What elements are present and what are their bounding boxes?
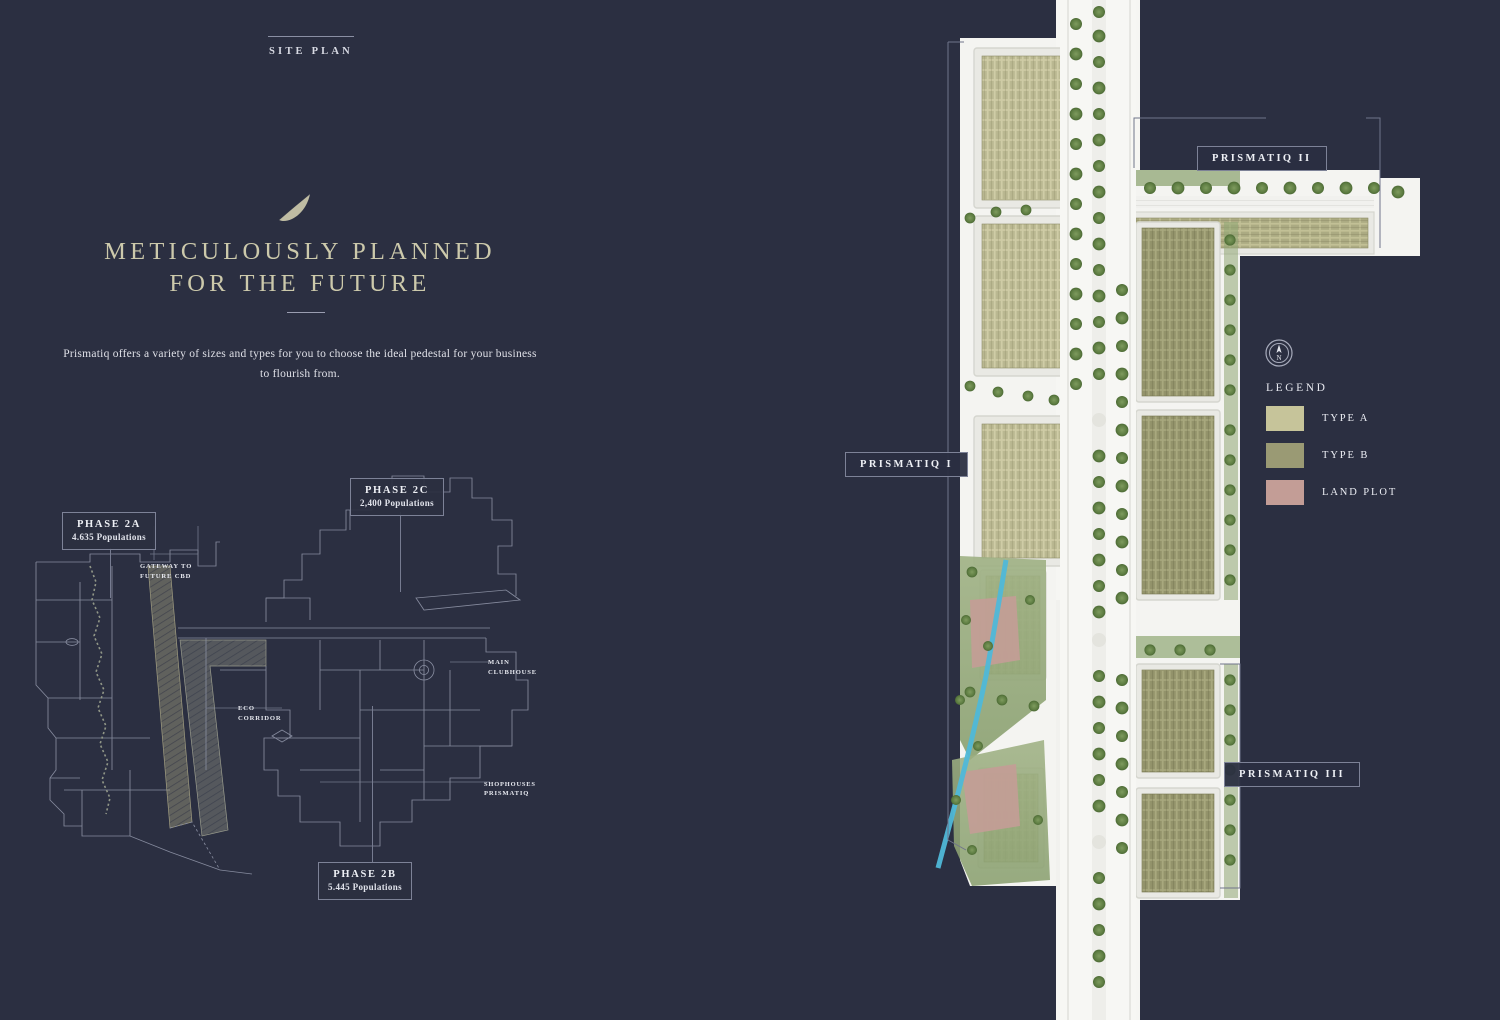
legend-item-land-plot: LAND PLOT	[1266, 480, 1466, 505]
headline-line-1: METICULOUSLY PLANNED	[104, 238, 496, 265]
leaf-icon	[276, 190, 318, 224]
legend-swatch-land-plot	[1266, 480, 1304, 505]
page-eyebrow: SITE PLAN	[269, 46, 353, 57]
plan-tag-prismatiq-1[interactable]: PRISMATIQ I	[845, 452, 969, 477]
site-plan-render	[916, 0, 1420, 1020]
headline-line-2: FOR THE FUTURE	[169, 270, 431, 298]
map-note-main-clubhouse: MAIN CLUBHOUSE	[488, 658, 537, 677]
plan-landscape	[935, 170, 1240, 898]
callout-phase-2b-title: PHASE 2B	[333, 869, 397, 880]
plan-tag-prismatiq-2[interactable]: PRISMATIQ II	[1197, 146, 1327, 171]
legend-item-type-b: TYPE B	[1266, 443, 1466, 468]
leader-line-phase-2a	[110, 548, 111, 598]
north-arrow-icon: N	[1264, 338, 1294, 368]
map-note-prismatiq-line1: SHOPHOUSES	[484, 781, 536, 788]
callout-phase-2c-title: PHASE 2C	[364, 485, 430, 496]
legend-label-land-plot: LAND PLOT	[1322, 487, 1398, 498]
map-note-main-clubhouse-line2: CLUBHOUSE	[488, 668, 538, 676]
map-note-gateway-line1: GATEWAY TO	[140, 563, 193, 570]
east-blocks	[1122, 196, 1375, 899]
map-note-prismatiq-line2: PRISMATIQ	[484, 790, 530, 798]
stream	[935, 559, 1009, 869]
legend-swatch-type-b	[1266, 443, 1304, 468]
map-note-eco-corridor-line2: CORRIDOR	[238, 714, 282, 722]
callout-phase-2b[interactable]: PHASE 2B 5.445 Populations	[318, 862, 412, 900]
callout-phase-2a[interactable]: PHASE 2A 4.635 Populations	[62, 512, 156, 550]
legend: LEGEND TYPE A TYPE B LAND PLOT	[1266, 382, 1466, 517]
legend-label-type-a: TYPE A	[1322, 413, 1370, 424]
callout-phase-2a-population: 4.635 Populations	[72, 532, 146, 543]
page-title: METICULOUSLY PLANNED FOR THE FUTURE	[30, 236, 570, 301]
map-note-gateway-line2: FUTURE CBD	[140, 572, 192, 580]
plan-tag-prismatiq-3[interactable]: PRISMATIQ III	[1224, 762, 1360, 787]
callout-phase-2c[interactable]: PHASE 2C 2,400 Populations	[350, 478, 444, 516]
map-note-prismatiq: SHOPHOUSES PRISMATIQ	[484, 780, 536, 799]
callout-phase-2c-population: 2,400 Populations	[360, 498, 434, 509]
plan-trees	[951, 6, 1405, 988]
map-note-eco-corridor-line1: ECO	[238, 705, 255, 712]
callout-phase-2a-title: PHASE 2A	[76, 519, 142, 530]
svg-text:N: N	[1276, 354, 1281, 362]
leader-line-phase-2c	[400, 512, 401, 592]
legend-title: LEGEND	[1266, 382, 1328, 394]
map-note-gateway: GATEWAY TO FUTURE CBD	[140, 562, 192, 581]
callout-phase-2b-population: 5.445 Populations	[328, 882, 402, 893]
legend-label-type-b: TYPE B	[1322, 450, 1370, 461]
eyebrow-block: SITE PLAN	[256, 36, 366, 57]
intro-body-text: Prismatiq offers a variety of sizes and …	[63, 348, 537, 381]
eyebrow-divider	[268, 36, 354, 37]
masterplan-diagram	[35, 475, 529, 875]
leader-line-phase-2b	[372, 706, 373, 862]
intro-panel: SITE PLAN METICULOUSLY PLANNED FOR THE F…	[0, 0, 600, 1020]
land-plot-2	[962, 764, 1020, 834]
headline-divider	[287, 312, 325, 313]
map-note-eco-corridor: ECO CORRIDOR	[238, 704, 281, 723]
legend-swatch-type-a	[1266, 406, 1304, 431]
legend-item-type-a: TYPE A	[1266, 406, 1466, 431]
map-note-main-clubhouse-line1: MAIN	[488, 659, 510, 666]
